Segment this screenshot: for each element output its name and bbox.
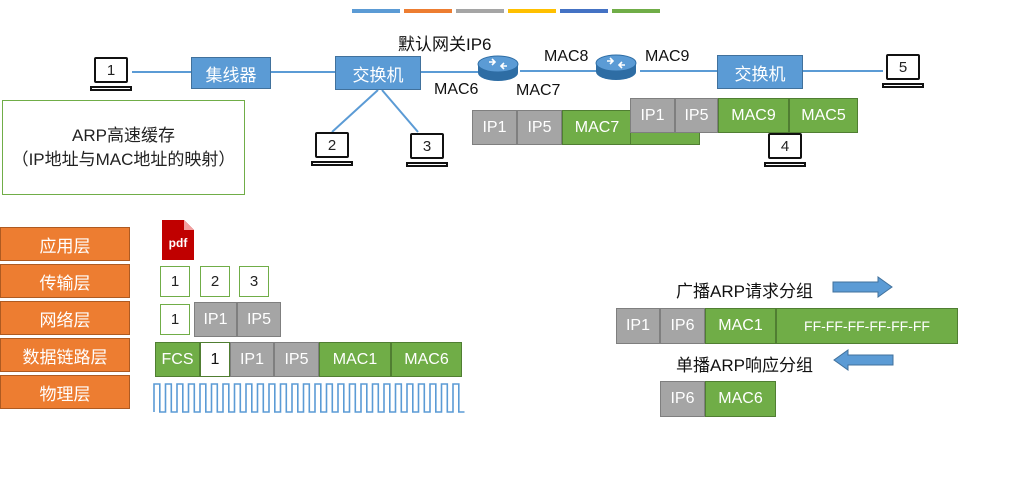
color-bar-3 xyxy=(456,9,504,13)
port-mac8: MAC8 xyxy=(544,48,589,65)
network-header-cell: IP1 xyxy=(194,302,237,337)
transport-segment: 2 xyxy=(200,266,230,297)
arp-cache-box: ARP高速缓存 （IP地址与MAC地址的映射） xyxy=(2,100,245,195)
pdf-label: pdf xyxy=(168,236,188,250)
arrow-left-icon xyxy=(833,349,894,371)
link-switch2-pc5 xyxy=(801,70,883,72)
link-switch-pcs xyxy=(331,89,419,133)
broadcast-field: FF-FF-FF-FF-FF-FF xyxy=(776,308,958,344)
host-2-base xyxy=(311,161,353,166)
switch-right[interactable]: 交换机 xyxy=(717,55,803,89)
host-2[interactable]: 2 xyxy=(311,132,355,170)
port-mac9: MAC9 xyxy=(645,48,690,65)
pdf-file-icon: pdf xyxy=(160,218,196,262)
network-header-cell: IP5 xyxy=(237,302,281,337)
link-switch-router xyxy=(420,71,478,73)
switch-left[interactable]: 交换机 xyxy=(335,56,421,90)
color-bar-6 xyxy=(612,9,660,13)
arrow-right-icon xyxy=(832,276,893,298)
host-4-base xyxy=(764,162,806,167)
router-icon[interactable] xyxy=(476,53,520,83)
link-frame-cell: FCS xyxy=(155,342,200,377)
host-2-screen: 2 xyxy=(315,132,349,158)
host-1[interactable]: 1 xyxy=(90,57,134,95)
frame-left-cell: MAC7 xyxy=(562,110,632,145)
broadcast-title: 广播ARP请求分组 xyxy=(676,282,813,301)
arp-cache-title: ARP高速缓存 xyxy=(72,125,175,145)
layer-network: 网络层 xyxy=(0,301,130,335)
frame-right-cell: MAC9 xyxy=(718,98,789,133)
link-frame-cell: IP5 xyxy=(274,342,319,377)
host-4[interactable]: 4 xyxy=(764,133,808,171)
frame-left-cell: IP1 xyxy=(472,110,517,145)
frame-right-cell: MAC5 xyxy=(789,98,858,133)
gateway-label: 默认网关IP6 xyxy=(398,35,492,54)
frame-right-cell: IP5 xyxy=(675,98,718,133)
unicast-field: MAC6 xyxy=(705,381,776,417)
router-icon-2[interactable] xyxy=(594,52,638,82)
port-mac7: MAC7 xyxy=(516,82,561,99)
unicast-field: IP6 xyxy=(660,381,705,417)
physical-signal-wave xyxy=(153,383,465,413)
color-bar-5 xyxy=(560,9,608,13)
broadcast-field: IP6 xyxy=(660,308,705,344)
host-1-base xyxy=(90,86,132,91)
host-3[interactable]: 3 xyxy=(406,133,450,171)
transport-segment: 3 xyxy=(239,266,269,297)
color-bar-4 xyxy=(508,9,556,13)
port-mac6: MAC6 xyxy=(434,81,479,98)
network-payload: 1 xyxy=(160,304,190,335)
host-5[interactable]: 5 xyxy=(882,54,926,92)
link-router-switch2 xyxy=(640,70,718,72)
host-3-screen: 3 xyxy=(410,133,444,159)
link-hub-switch xyxy=(270,71,336,73)
layer-transport: 传输层 xyxy=(0,264,130,298)
host-1-screen: 1 xyxy=(94,57,128,83)
layer-application: 应用层 xyxy=(0,227,130,261)
frame-left-cell: IP5 xyxy=(517,110,562,145)
unicast-title: 单播ARP响应分组 xyxy=(676,356,813,375)
link-frame-cell: MAC6 xyxy=(391,342,462,377)
arp-cache-subtitle: （IP地址与MAC地址的映射） xyxy=(11,149,236,169)
link-frame-cell: 1 xyxy=(200,342,230,377)
link-frame-cell: MAC1 xyxy=(319,342,391,377)
host-4-screen: 4 xyxy=(768,133,802,159)
transport-segment: 1 xyxy=(160,266,190,297)
layer-physical: 物理层 xyxy=(0,375,130,409)
broadcast-field: MAC1 xyxy=(705,308,776,344)
link-pc1-hub xyxy=(132,71,192,73)
hub[interactable]: 集线器 xyxy=(191,57,271,89)
host-5-screen: 5 xyxy=(886,54,920,80)
link-router-router xyxy=(520,70,596,72)
color-bar-2 xyxy=(404,9,452,13)
host-3-base xyxy=(406,162,448,167)
frame-right-cell: IP1 xyxy=(630,98,675,133)
layer-datalink: 数据链路层 xyxy=(0,338,130,372)
link-frame-cell: IP1 xyxy=(230,342,274,377)
broadcast-field: IP1 xyxy=(616,308,660,344)
host-5-base xyxy=(882,83,924,88)
color-bar-1 xyxy=(352,9,400,13)
